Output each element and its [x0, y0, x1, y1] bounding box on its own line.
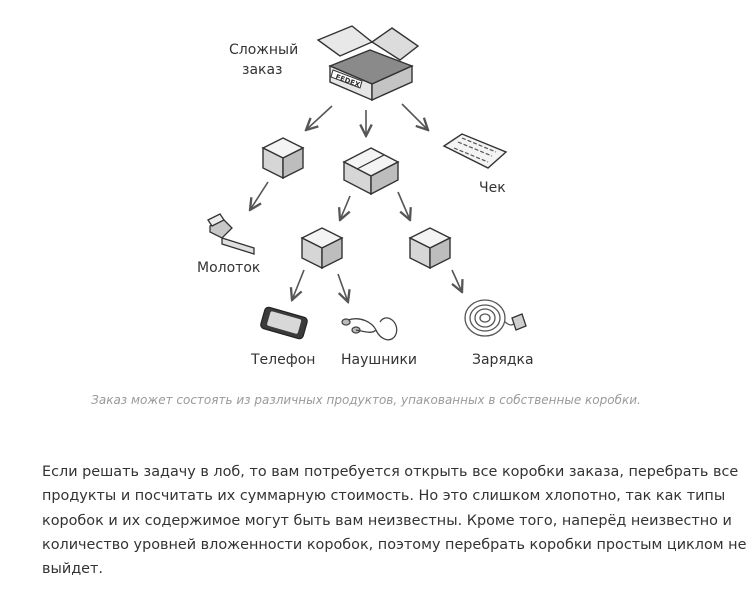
paragraph-line: продукты и посчитать их суммарную стоимо… [42, 488, 726, 505]
fedex-box-icon: FEDEX [316, 25, 420, 102]
big-box-icon [342, 147, 400, 196]
paragraph-line: коробок и их содержимое могут быть вам н… [42, 512, 732, 529]
arrow-big-box-to-middle-box [340, 195, 351, 220]
right-box-icon [409, 227, 451, 269]
middle-box-icon [301, 227, 343, 269]
paragraph-line: выйдет. [42, 561, 103, 578]
arrow-big-box-to-right-box [397, 191, 410, 220]
receipt-icon [442, 133, 508, 169]
paragraph-line: количество уровней вложенности коробок, … [42, 536, 747, 553]
tree-arrows [250, 103, 462, 302]
complex-order-label-line2: заказ [242, 62, 283, 78]
hammer-icon [207, 213, 255, 255]
phone-icon [260, 306, 308, 340]
arrow-order-to-small-box [306, 105, 333, 130]
charger-icon [464, 299, 527, 337]
arrow-order-to-receipt [401, 103, 428, 130]
phone-label: Телефон [250, 352, 315, 368]
headphones-icon [341, 317, 398, 341]
article-paragraph: Если решать задачу в лоб, то вам потребу… [42, 460, 747, 581]
charger-label: Зарядка [472, 352, 534, 368]
arrow-middle-box-to-headphones [337, 273, 348, 302]
hammer-label: Молоток [197, 260, 260, 276]
small-box-icon [262, 137, 304, 179]
arrow-middle-box-to-phone [292, 269, 305, 300]
complex-order-label-line1: Сложный [229, 42, 298, 58]
paragraph-line: Если решать задачу в лоб, то вам потребу… [42, 464, 739, 480]
arrow-right-box-to-charger [452, 269, 462, 292]
arrow-small-box-to-hammer [250, 181, 269, 210]
order-tree-illustration: FEDEX Сложный заказ Чек Молоток [197, 25, 534, 368]
figure-caption: Заказ может состоять из различных продук… [91, 393, 641, 407]
receipt-label: Чек [479, 180, 506, 196]
headphones-label: Наушники [341, 352, 417, 368]
